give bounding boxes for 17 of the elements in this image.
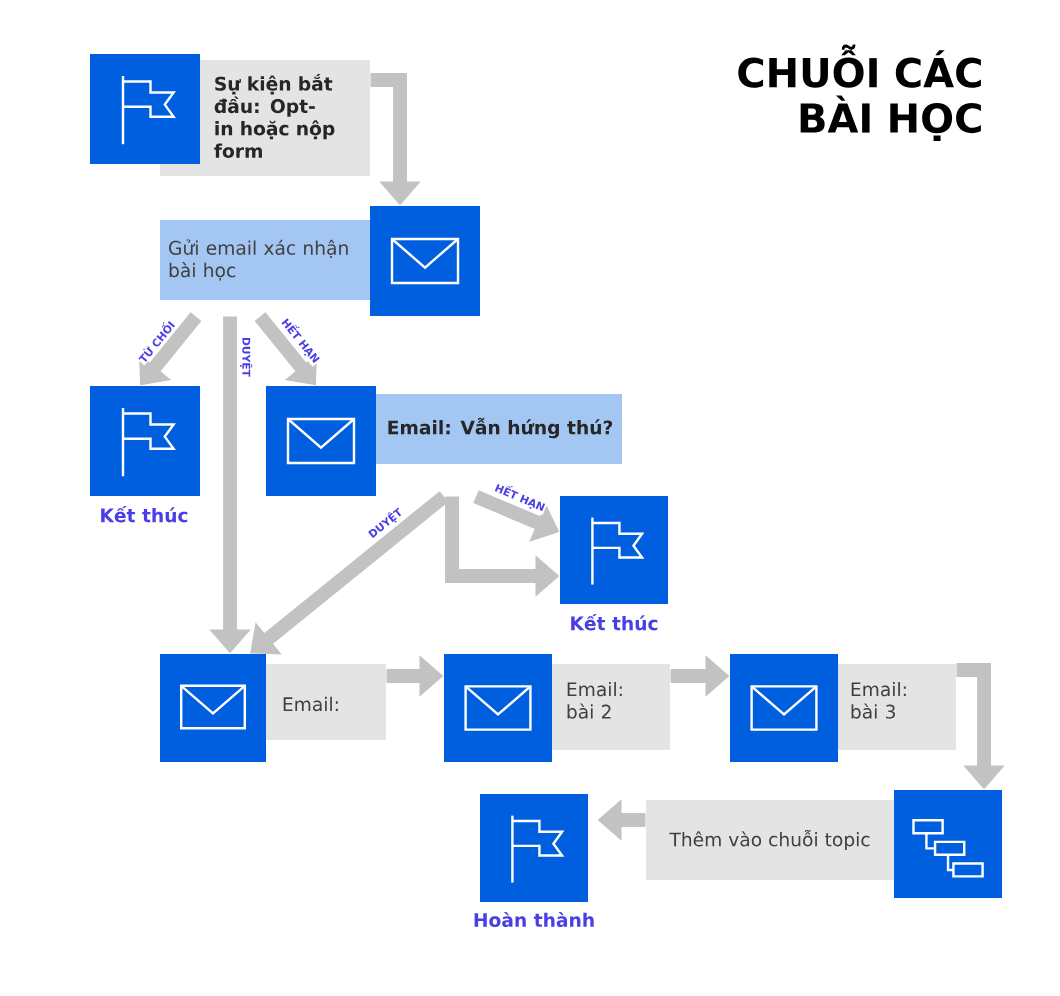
node-label: Kết thúc: [101, 505, 188, 523]
node-label: Email:: [283, 696, 338, 712]
email-step: Email: bài 2: [444, 654, 670, 762]
flag-step: Hoàn thành: [474, 794, 594, 928]
node-label: Email: bài 2: [567, 681, 622, 719]
arrow: [250, 491, 449, 655]
node-label: Email: bài 3: [851, 681, 906, 719]
title: CHUỖI CÁC BÀI HỌC: [738, 44, 981, 142]
flag-step: Kết thúc: [90, 386, 200, 523]
email-step: Email: bài 3: [730, 654, 956, 762]
node-label: Kết thúc: [571, 613, 658, 631]
flag-step: Kết thúc: [560, 496, 668, 631]
chart-step: Thêm vào chuỗi topic: [646, 790, 1003, 898]
node-label: Hoàn thành: [474, 911, 594, 928]
email-step: Gửi email xác nhận bài học: [160, 206, 480, 316]
flag-step: Sự kiện bắt đầu: Opt-in hoặc nộp form: [90, 54, 370, 176]
email-step: Email:: [160, 654, 386, 762]
